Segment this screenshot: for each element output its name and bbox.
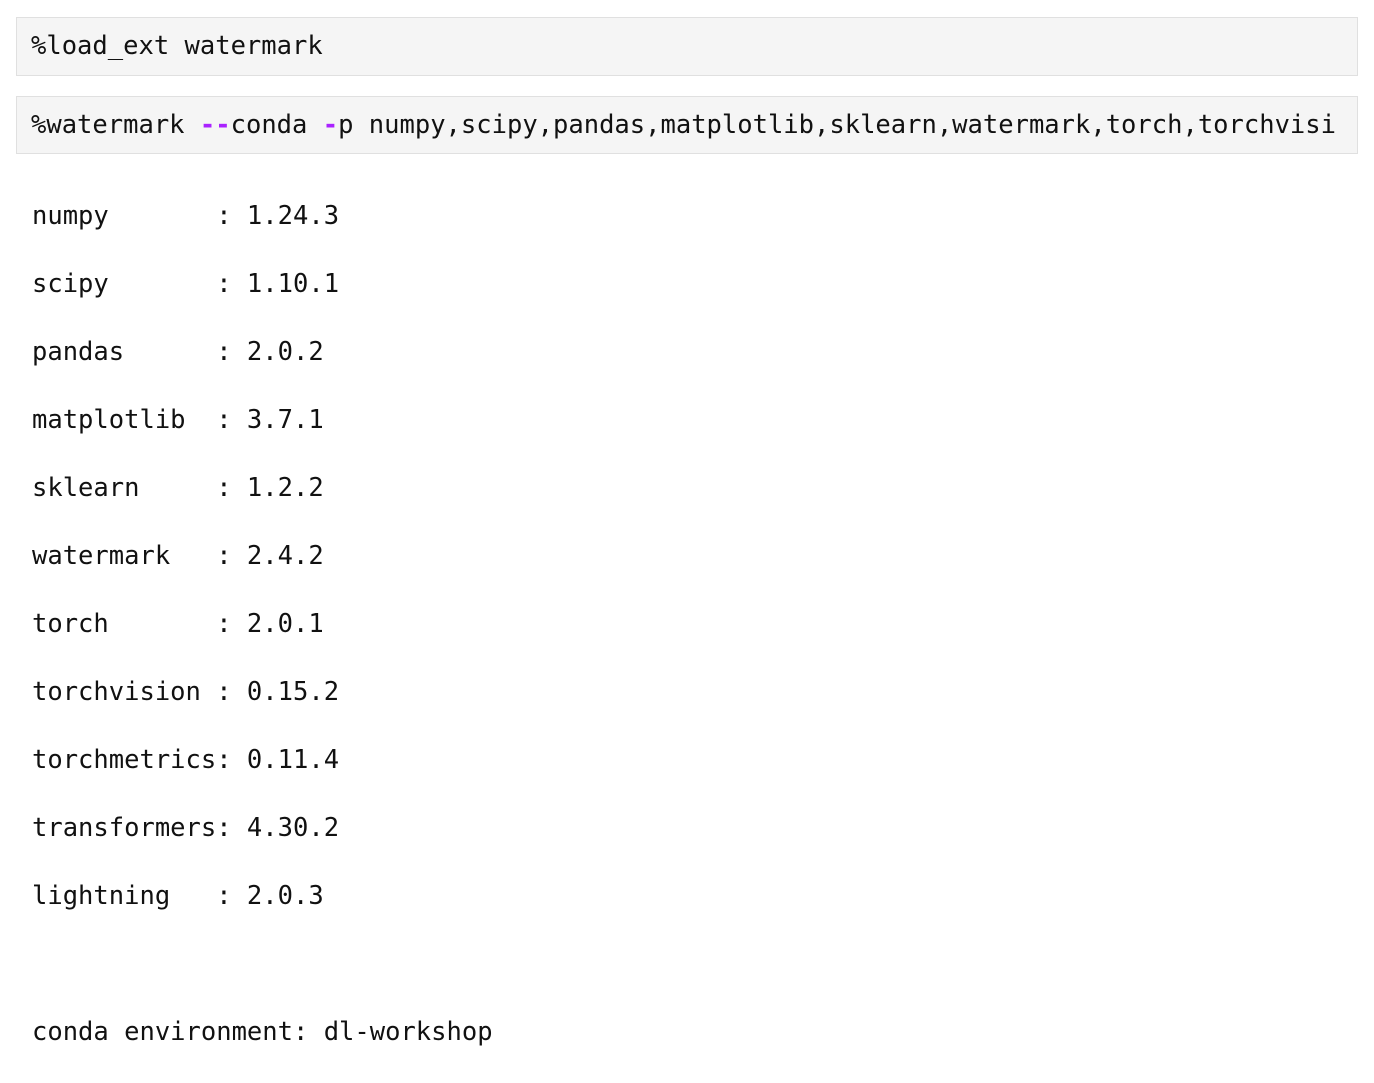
conda-environment-line: conda environment: dl-workshop (32, 1017, 493, 1047)
output-line: matplotlib : 3.7.1 (32, 405, 324, 435)
output-line: numpy : 1.24.3 (32, 201, 340, 231)
argument: p numpy,scipy,pandas,matplotlib,sklearn,… (338, 110, 1336, 140)
operator: - (322, 110, 339, 140)
output-line: watermark : 2.4.2 (32, 541, 324, 571)
argument: conda (230, 110, 323, 140)
output-line: torchmetrics: 0.11.4 (32, 745, 340, 775)
cell-output: numpy : 1.24.3 scipy : 1.10.1 pandas : 2… (32, 165, 493, 1083)
output-line: scipy : 1.10.1 (32, 269, 340, 299)
output-line: pandas : 2.0.2 (32, 337, 324, 367)
output-line: torch : 2.0.1 (32, 609, 324, 639)
output-line: transformers: 4.30.2 (32, 813, 340, 843)
magic-command: %watermark (31, 110, 200, 140)
output-line: sklearn : 1.2.2 (32, 473, 324, 503)
operator: -- (199, 110, 231, 140)
output-line: torchvision : 0.15.2 (32, 677, 340, 707)
code-cell-watermark[interactable]: %watermark --conda -p numpy,scipy,pandas… (16, 96, 1358, 154)
cell-input-text: %load_ext watermark (31, 31, 323, 61)
code-cell-load-ext[interactable]: %load_ext watermark (16, 17, 1358, 76)
output-line: lightning : 2.0.3 (32, 881, 324, 911)
